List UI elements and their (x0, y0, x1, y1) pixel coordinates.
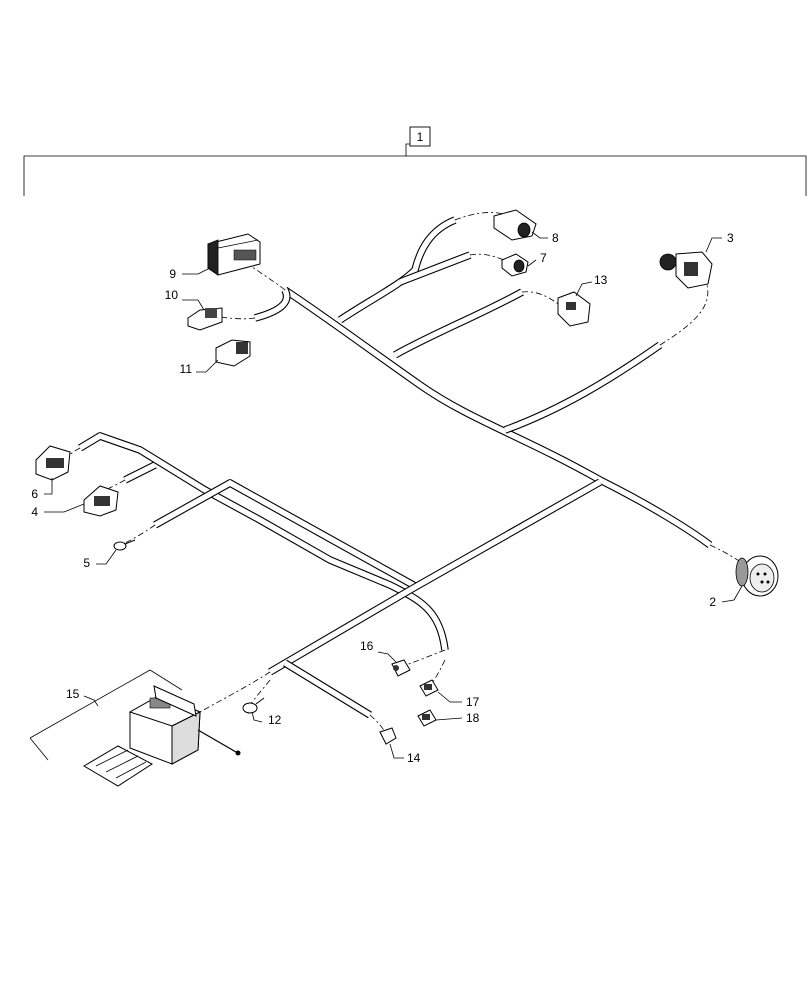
main-harness-trunk (253, 216, 713, 549)
callouts: 2 3 4 5 6 7 8 9 10 11 12 13 14 (31, 231, 743, 765)
callout-17: 17 (466, 695, 480, 709)
callout-13: 13 (594, 273, 608, 287)
control-box-15 (83, 685, 241, 787)
connector-8 (493, 209, 537, 241)
connector-10 (187, 307, 223, 331)
terminal-5 (113, 539, 136, 551)
callout-16: 16 (360, 639, 374, 653)
callout-6: 6 (31, 487, 38, 501)
lower-harness (78, 432, 602, 719)
connector-6 (35, 445, 71, 481)
connector-2 (735, 555, 779, 597)
callout-8: 8 (552, 231, 559, 245)
connector-13 (557, 291, 591, 327)
assembly-bracket: 1 (23, 126, 807, 196)
terminal-14 (379, 727, 397, 745)
callout-10: 10 (165, 288, 179, 302)
callout-5: 5 (83, 556, 90, 570)
callout-11: 11 (180, 362, 193, 376)
connector-18 (417, 709, 437, 727)
callout-1: 1 (417, 130, 424, 144)
callout-2: 2 (709, 595, 716, 609)
terminal-16 (391, 659, 411, 677)
callout-4: 4 (31, 505, 38, 519)
callout-3: 3 (727, 231, 734, 245)
callout-15: 15 (66, 687, 80, 701)
terminal-12 (242, 697, 265, 714)
connector-4 (83, 485, 119, 517)
connector-17 (419, 679, 439, 697)
callout-box-1 (409, 126, 431, 147)
callout-12: 12 (268, 713, 282, 727)
connector-11 (215, 339, 251, 367)
bracket-15 (29, 669, 183, 761)
connector-3 (659, 251, 713, 289)
callout-18: 18 (466, 711, 480, 725)
callout-9: 9 (169, 267, 176, 281)
connector-9 (207, 233, 261, 276)
callout-7: 7 (540, 251, 547, 265)
connector-7 (501, 253, 529, 277)
callout-14: 14 (407, 751, 421, 765)
